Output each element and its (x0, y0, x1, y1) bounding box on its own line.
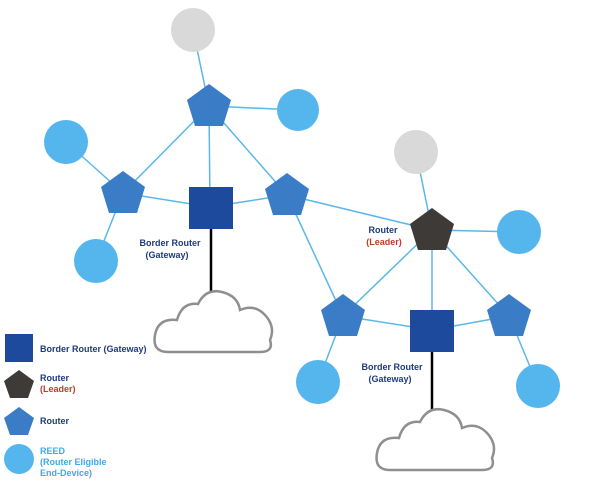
leader-router-title: Router (369, 225, 398, 235)
reed-icon (516, 364, 560, 408)
border-router-icon (410, 310, 454, 352)
inactive-device-icon (394, 130, 438, 174)
border-router-icon (189, 187, 233, 229)
border-router-2-subtitle: (Gateway) (368, 374, 411, 384)
router-icon (265, 173, 309, 215)
legend-reed-icon (4, 444, 34, 474)
legend (4, 334, 34, 474)
legend-border-router-icon (5, 334, 33, 362)
reed-icon (74, 239, 118, 283)
border-router-1-title: Border Router (139, 238, 201, 248)
border-router-2-title: Border Router (361, 362, 423, 372)
router-icon (321, 294, 365, 336)
cloud-2 (375, 408, 496, 472)
border-router-1-subtitle: (Gateway) (145, 250, 188, 260)
legend-leader-icon (4, 370, 34, 398)
reed-icon (296, 360, 340, 404)
cloud-1 (153, 290, 274, 354)
reed-icon (497, 210, 541, 254)
reed-icon (277, 89, 319, 131)
reed-icon (44, 120, 88, 164)
leader-router-icon (410, 208, 454, 250)
leader-router-subtitle: (Leader) (366, 237, 402, 247)
router-icon (187, 84, 231, 126)
router-icon (487, 294, 531, 336)
router-icon (101, 171, 145, 213)
inactive-device-icon (171, 8, 215, 52)
legend-router-icon (4, 407, 34, 435)
